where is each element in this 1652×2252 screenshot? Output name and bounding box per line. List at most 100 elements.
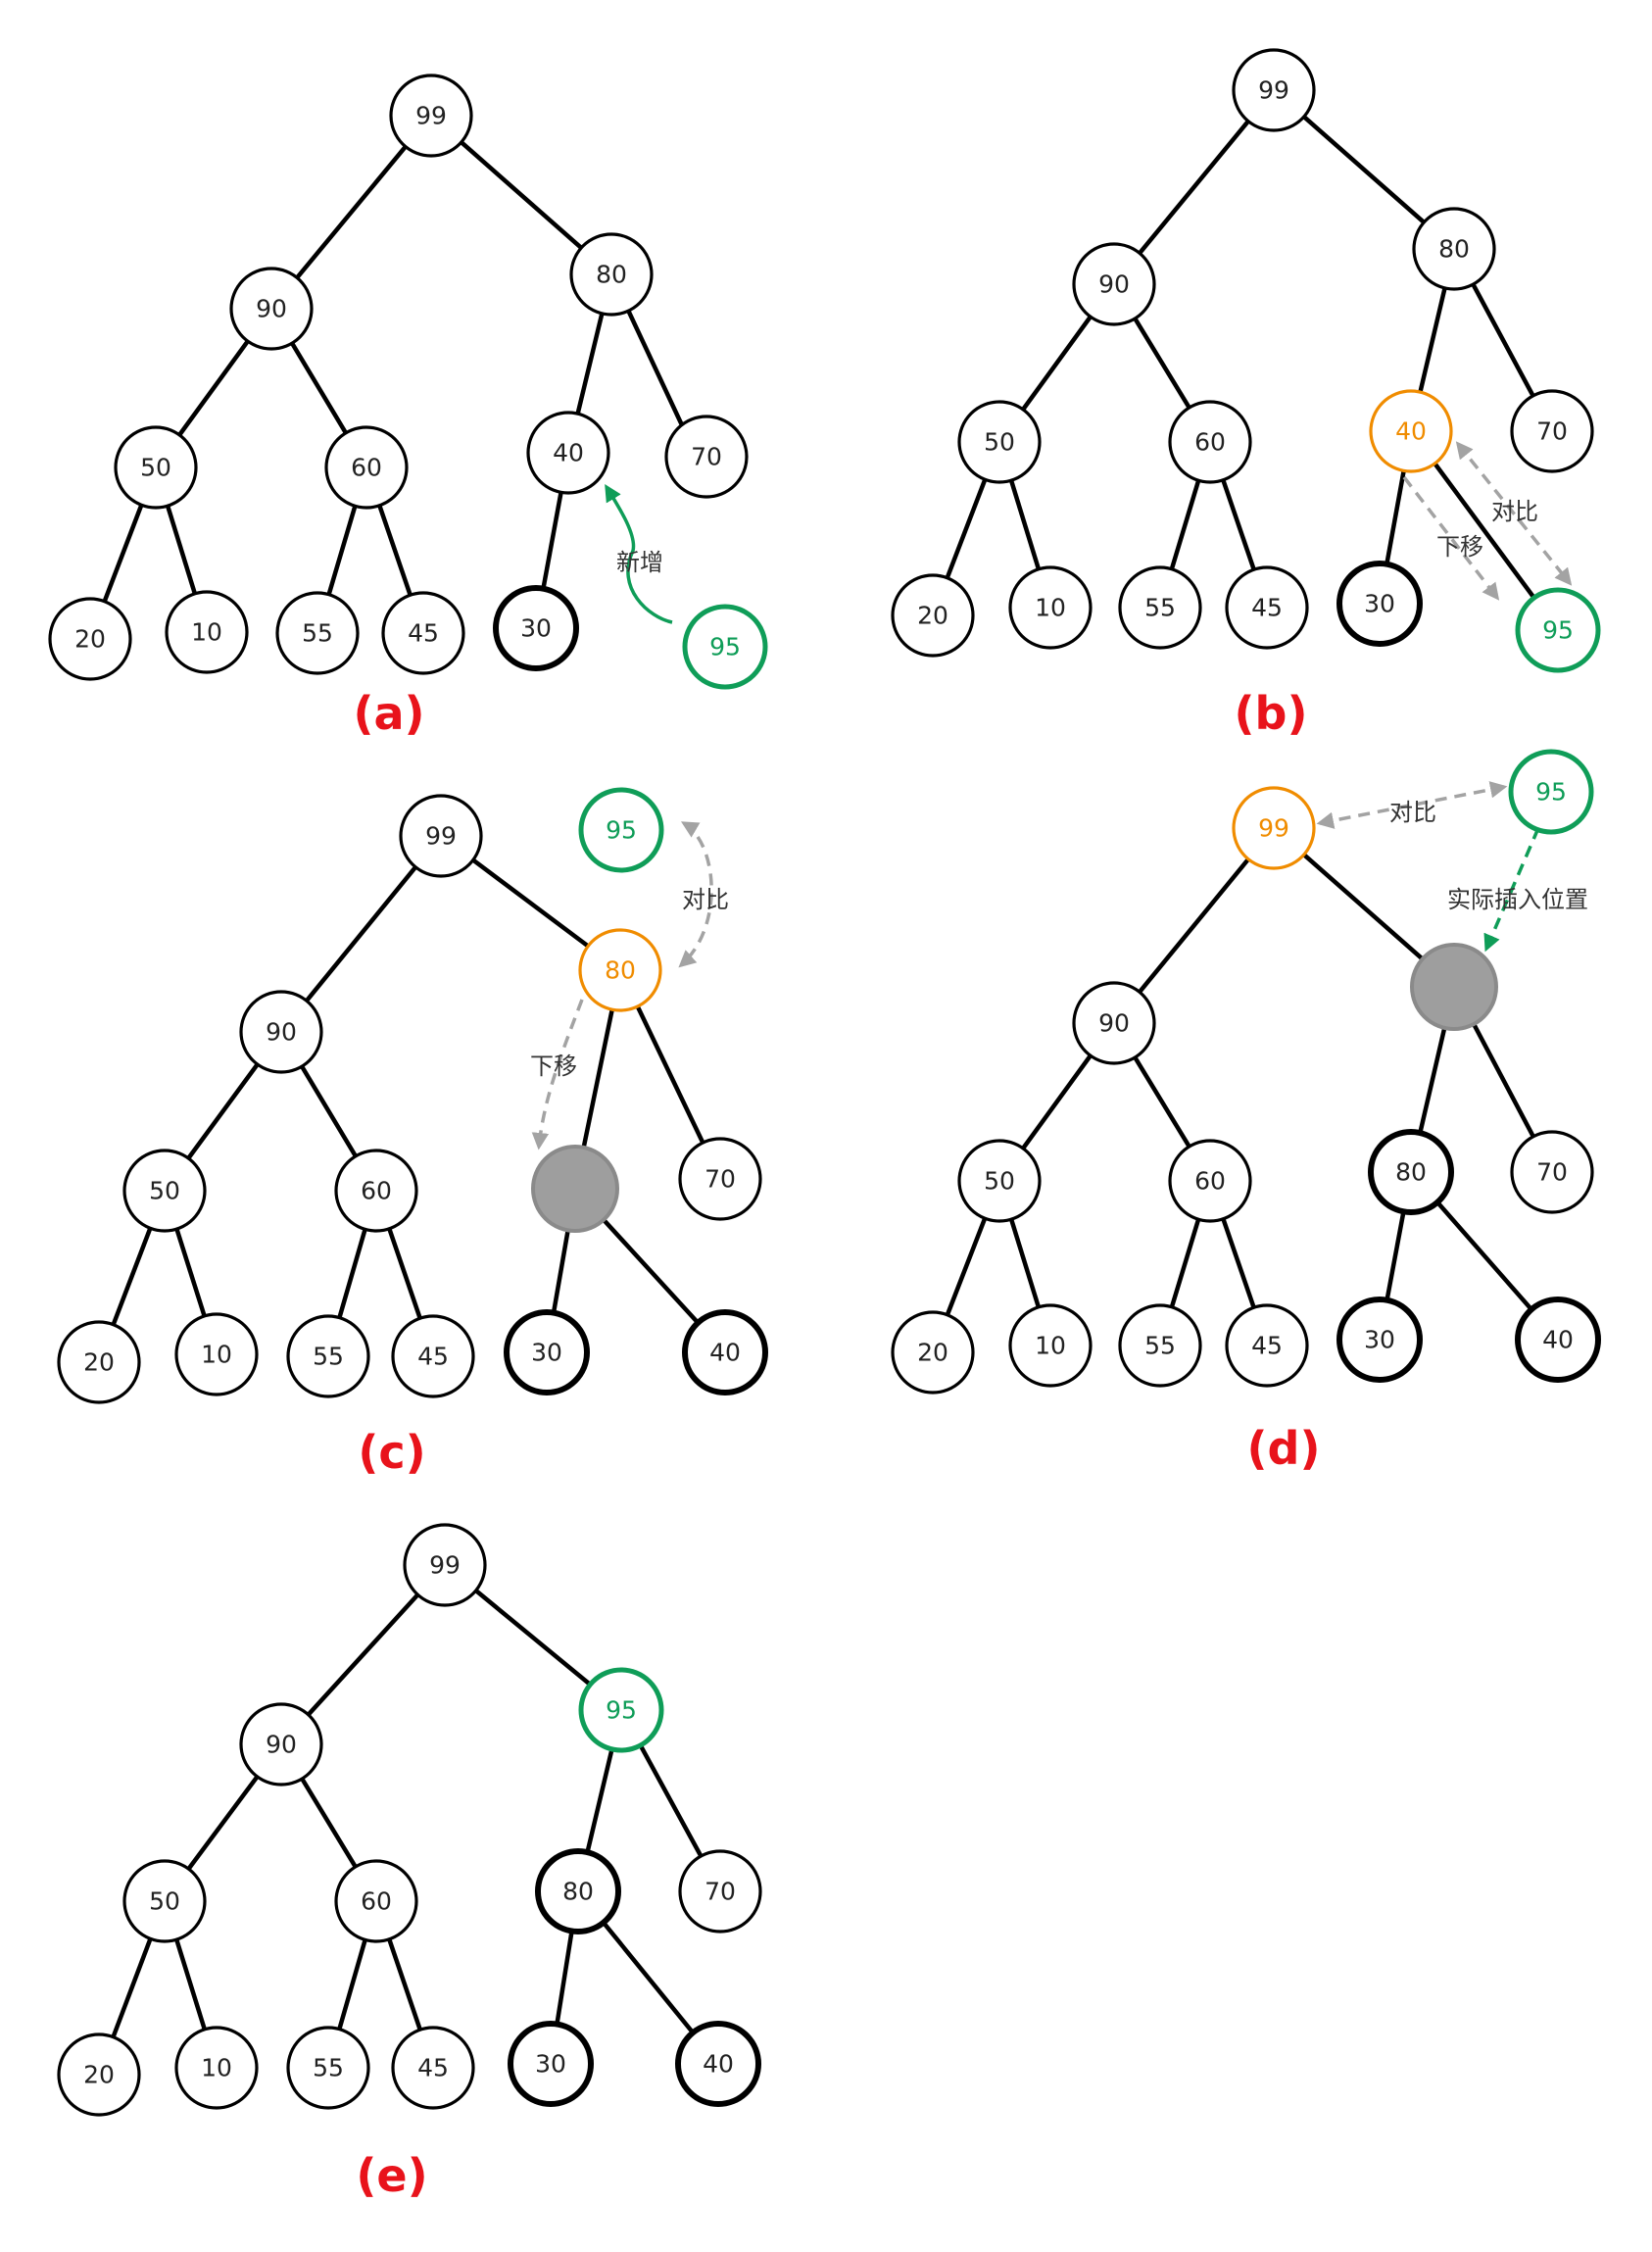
- svg-text:95: 95: [1535, 778, 1567, 807]
- svg-text:55: 55: [302, 619, 333, 648]
- compare-node: 40: [1369, 389, 1453, 473]
- new-node: 95: [1515, 587, 1601, 673]
- new-node: 95: [578, 1667, 664, 1753]
- svg-text:99: 99: [1258, 76, 1289, 105]
- svg-text:80: 80: [1438, 235, 1470, 264]
- heap-node: 40: [526, 411, 610, 495]
- heap-node: 70: [664, 415, 749, 499]
- svg-text:90: 90: [266, 1731, 297, 1759]
- heap-node: 10: [174, 1312, 259, 1396]
- new-node: 95: [1508, 749, 1594, 835]
- svg-text:50: 50: [984, 1167, 1015, 1196]
- annotation-compare: 对比: [1491, 498, 1538, 525]
- heap-node: 55: [1118, 1303, 1202, 1388]
- heap-node: 45: [1225, 565, 1309, 650]
- svg-text:45: 45: [417, 1343, 449, 1371]
- new-node: 95: [578, 787, 664, 873]
- svg-text:55: 55: [1144, 1332, 1176, 1360]
- heap-node: 30: [508, 2021, 594, 2107]
- svg-text:50: 50: [149, 1177, 180, 1205]
- compare-node: 99: [1232, 786, 1316, 870]
- svg-text:40: 40: [553, 439, 584, 467]
- svg-text:70: 70: [691, 443, 722, 471]
- annotation-compare: 对比: [682, 886, 729, 913]
- annotation-move-down: 下移: [530, 1053, 577, 1080]
- svg-text:80: 80: [1395, 1158, 1427, 1187]
- svg-text:70: 70: [1536, 1158, 1568, 1187]
- heap-node: 70: [1510, 389, 1594, 473]
- svg-text:99: 99: [429, 1551, 461, 1580]
- svg-text:80: 80: [562, 1878, 594, 1906]
- svg-text:30: 30: [520, 614, 552, 643]
- heap-node: 45: [391, 1314, 475, 1398]
- svg-text:50: 50: [149, 1887, 180, 1916]
- svg-text:60: 60: [1194, 1167, 1226, 1196]
- svg-text:60: 60: [361, 1887, 392, 1916]
- heap-node: 99: [389, 73, 473, 158]
- heap-node: 30: [1336, 1297, 1423, 1383]
- heap-node: 80: [1412, 207, 1496, 291]
- heap-node: 50: [957, 1139, 1042, 1223]
- panel-c: 对比 下移 99 90 80 50 60 70 20 10 55 45 30 4…: [57, 787, 768, 1479]
- heap-node: 80: [569, 232, 654, 317]
- svg-text:45: 45: [417, 2054, 449, 2082]
- heap-node: 55: [286, 2026, 370, 2110]
- svg-text:45: 45: [408, 619, 439, 648]
- heap-node: 90: [1072, 981, 1156, 1065]
- svg-text:95: 95: [606, 1696, 637, 1725]
- svg-text:50: 50: [140, 454, 171, 482]
- heap-node: 90: [229, 267, 314, 351]
- svg-text:95: 95: [606, 816, 637, 845]
- svg-text:99: 99: [415, 102, 447, 130]
- heap-node: 80: [535, 1848, 621, 1934]
- new-node: 95: [682, 604, 768, 690]
- heap-node: 99: [399, 794, 483, 878]
- heap-node: 30: [1336, 561, 1423, 647]
- svg-text:80: 80: [605, 956, 636, 985]
- heap-node: 50: [122, 1859, 207, 1943]
- panel-e: 99 90 95 50 60 80 70 20 10 55 45 30 40 (…: [57, 1523, 762, 2202]
- heap-node: 70: [678, 1137, 762, 1221]
- svg-text:95: 95: [709, 633, 741, 661]
- heap-node: 20: [48, 597, 132, 681]
- hole-node: [531, 1145, 619, 1233]
- heap-node: 45: [381, 591, 465, 675]
- svg-text:90: 90: [266, 1018, 297, 1047]
- heap-node: 70: [678, 1849, 762, 1934]
- heap-node: 99: [403, 1523, 487, 1607]
- heap-node: 10: [1008, 565, 1093, 650]
- svg-text:40: 40: [709, 1339, 741, 1367]
- svg-text:20: 20: [83, 1348, 115, 1377]
- svg-text:55: 55: [313, 2054, 344, 2082]
- heap-node: 90: [1072, 242, 1156, 326]
- heap-node: 50: [122, 1149, 207, 1233]
- heap-node: 80: [1368, 1129, 1454, 1215]
- svg-text:45: 45: [1251, 1332, 1283, 1360]
- heap-node: 50: [957, 400, 1042, 484]
- heap-node: 90: [239, 1702, 323, 1787]
- panel-a: 新增 99 90 80 50 60 40 70 20 10 55 45 30 9…: [48, 73, 768, 740]
- svg-text:40: 40: [1395, 417, 1427, 446]
- svg-text:99: 99: [425, 822, 457, 851]
- heap-node: 20: [57, 2032, 141, 2117]
- heap-node: 60: [324, 425, 409, 510]
- heap-node: 10: [1008, 1303, 1093, 1388]
- annotation-compare: 对比: [1389, 799, 1436, 826]
- annotation-insert: 实际插入位置: [1447, 886, 1588, 913]
- panel-label: (c): [358, 1426, 425, 1479]
- heap-node: 10: [165, 590, 249, 674]
- svg-text:40: 40: [1542, 1326, 1574, 1354]
- hole-node: [1410, 943, 1498, 1031]
- svg-text:60: 60: [1194, 428, 1226, 457]
- heap-node: 60: [1168, 1139, 1252, 1223]
- heap-node: 55: [275, 591, 360, 675]
- svg-text:30: 30: [531, 1339, 562, 1367]
- heap-node: 50: [114, 425, 198, 510]
- heap-node: 55: [1118, 565, 1202, 650]
- heap-node: 30: [504, 1309, 590, 1395]
- heap-node: 55: [286, 1314, 370, 1398]
- svg-text:10: 10: [201, 1341, 232, 1369]
- heap-node: 20: [891, 1310, 975, 1395]
- svg-text:99: 99: [1258, 814, 1289, 843]
